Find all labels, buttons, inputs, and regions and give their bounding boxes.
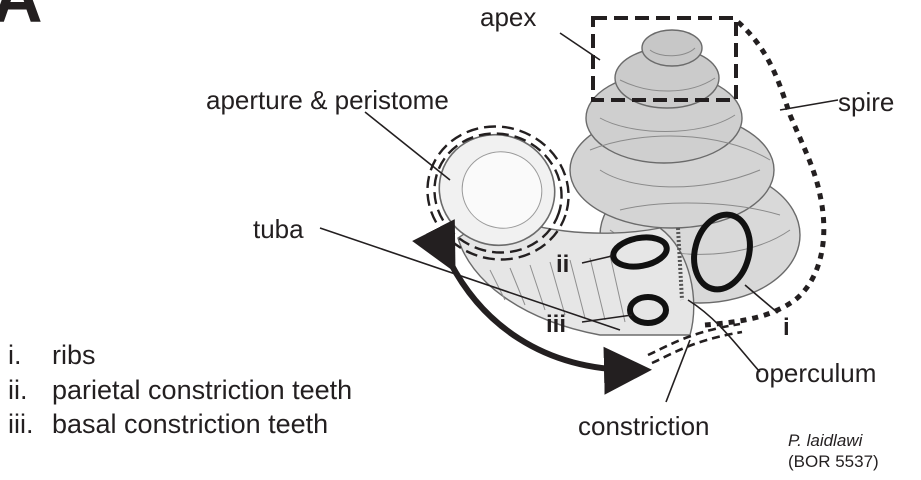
- shell-illustration: [425, 30, 800, 335]
- legend-row-ribs: i. ribs: [8, 338, 352, 373]
- legend-num: i.: [8, 338, 52, 373]
- specimen-caption: P. laidlawi (BOR 5537): [788, 430, 879, 472]
- label-apex: apex: [480, 2, 536, 32]
- legend-num: iii.: [8, 407, 52, 442]
- label-tuba: tuba: [253, 214, 304, 244]
- legend-text: basal constriction teeth: [52, 407, 328, 442]
- label-tooth-ii: ii: [556, 251, 569, 278]
- legend-num: ii.: [8, 373, 52, 408]
- leader-operculum: [688, 300, 760, 372]
- legend-text: ribs: [52, 338, 96, 373]
- label-tooth-i: i: [783, 314, 790, 341]
- legend: i. ribs ii. parietal constriction teeth …: [8, 338, 352, 442]
- label-operculum: operculum: [755, 358, 876, 388]
- whorl-apex: [642, 30, 702, 66]
- panel-letter: A: [0, 0, 43, 37]
- specimen-code: (BOR 5537): [788, 451, 879, 472]
- legend-text: parietal constriction teeth: [52, 373, 352, 408]
- leader-aperture: [365, 112, 450, 180]
- label-tooth-iii: iii: [546, 311, 566, 338]
- legend-row-basal: iii. basal constriction teeth: [8, 407, 352, 442]
- legend-row-parietal: ii. parietal constriction teeth: [8, 373, 352, 408]
- label-constriction: constriction: [578, 411, 710, 441]
- label-aperture: aperture & peristome: [206, 85, 449, 115]
- label-spire: spire: [838, 87, 894, 117]
- specimen-name: P. laidlawi: [788, 430, 879, 451]
